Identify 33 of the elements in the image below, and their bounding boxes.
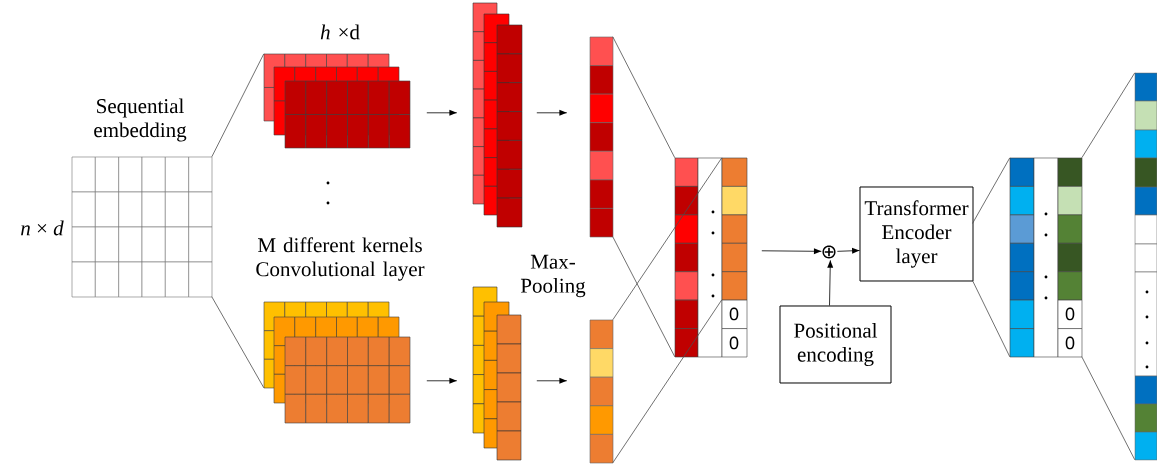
feature-map-drawing (472, 286, 522, 461)
cell-value: 0 (1065, 307, 1075, 321)
arrow (426, 377, 458, 384)
connector-line (612, 157, 723, 321)
text-box: Transformer Encoder layer (859, 186, 974, 282)
connector-line (972, 157, 1011, 224)
connector-line (612, 299, 723, 464)
heading: M different kernels Convolutional layer (256, 237, 425, 281)
arrow (761, 248, 822, 255)
cell-value: 0 (729, 307, 739, 321)
arrow (827, 259, 834, 306)
heading: Sequential embedding (94, 98, 187, 142)
vector-drawing (589, 36, 614, 238)
arrow (536, 377, 568, 384)
arrow (836, 247, 860, 254)
text-box: Positional encoding (779, 305, 892, 384)
heading: h ×d (320, 24, 360, 40)
cell-value: 0 (729, 336, 739, 350)
dimension-label: n × d (21, 220, 64, 236)
connector-line (1081, 356, 1136, 461)
vector-drawing (589, 319, 614, 464)
connector-line (612, 36, 676, 159)
feature-map-drawing (472, 2, 523, 228)
connector-line (612, 236, 676, 358)
connector-line (1081, 72, 1136, 159)
connector-line (211, 53, 265, 158)
arrow (426, 109, 458, 116)
plus-symbol: ⊕ (822, 245, 836, 259)
connector-line (972, 280, 1011, 358)
connector-line (211, 296, 265, 389)
arrow (536, 109, 568, 116)
layer-label: Max-Pooling (520, 254, 586, 298)
cell-value: 0 (1065, 336, 1075, 350)
